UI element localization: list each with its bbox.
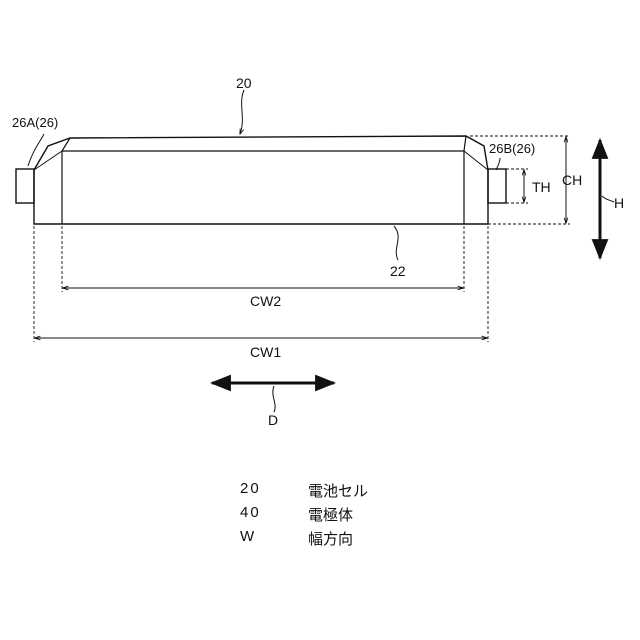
legend-text: 幅方向 (308, 528, 353, 549)
label-d: D (268, 412, 278, 428)
label-th: TH (532, 179, 551, 195)
label-h: H (614, 195, 624, 211)
legend-num: 40 (240, 504, 300, 521)
legend-num: W (240, 528, 300, 545)
legend-text: 電極体 (308, 504, 353, 525)
label-cw2: CW2 (250, 293, 281, 309)
leader-tab-left (28, 134, 44, 166)
label-ch: CH (562, 172, 582, 188)
leader-cell (240, 90, 244, 134)
leader-core (394, 226, 398, 260)
label-cw1: CW1 (250, 344, 281, 360)
legend-num: 20 (240, 480, 300, 497)
cell-body-outline (34, 136, 488, 224)
legend-text: 電池セル (308, 480, 368, 501)
label-tab-right: 26B(26) (489, 141, 535, 156)
label-core: 22 (390, 263, 406, 279)
bevel-right (464, 151, 488, 170)
leader-d (273, 386, 275, 412)
leader-h (602, 196, 614, 202)
label-tab-left: 26A(26) (12, 115, 58, 130)
label-cell: 20 (236, 75, 252, 91)
leader-tab-right (496, 158, 500, 170)
tab-right (488, 169, 506, 203)
tab-left (16, 169, 34, 203)
bevel-left (34, 151, 62, 170)
